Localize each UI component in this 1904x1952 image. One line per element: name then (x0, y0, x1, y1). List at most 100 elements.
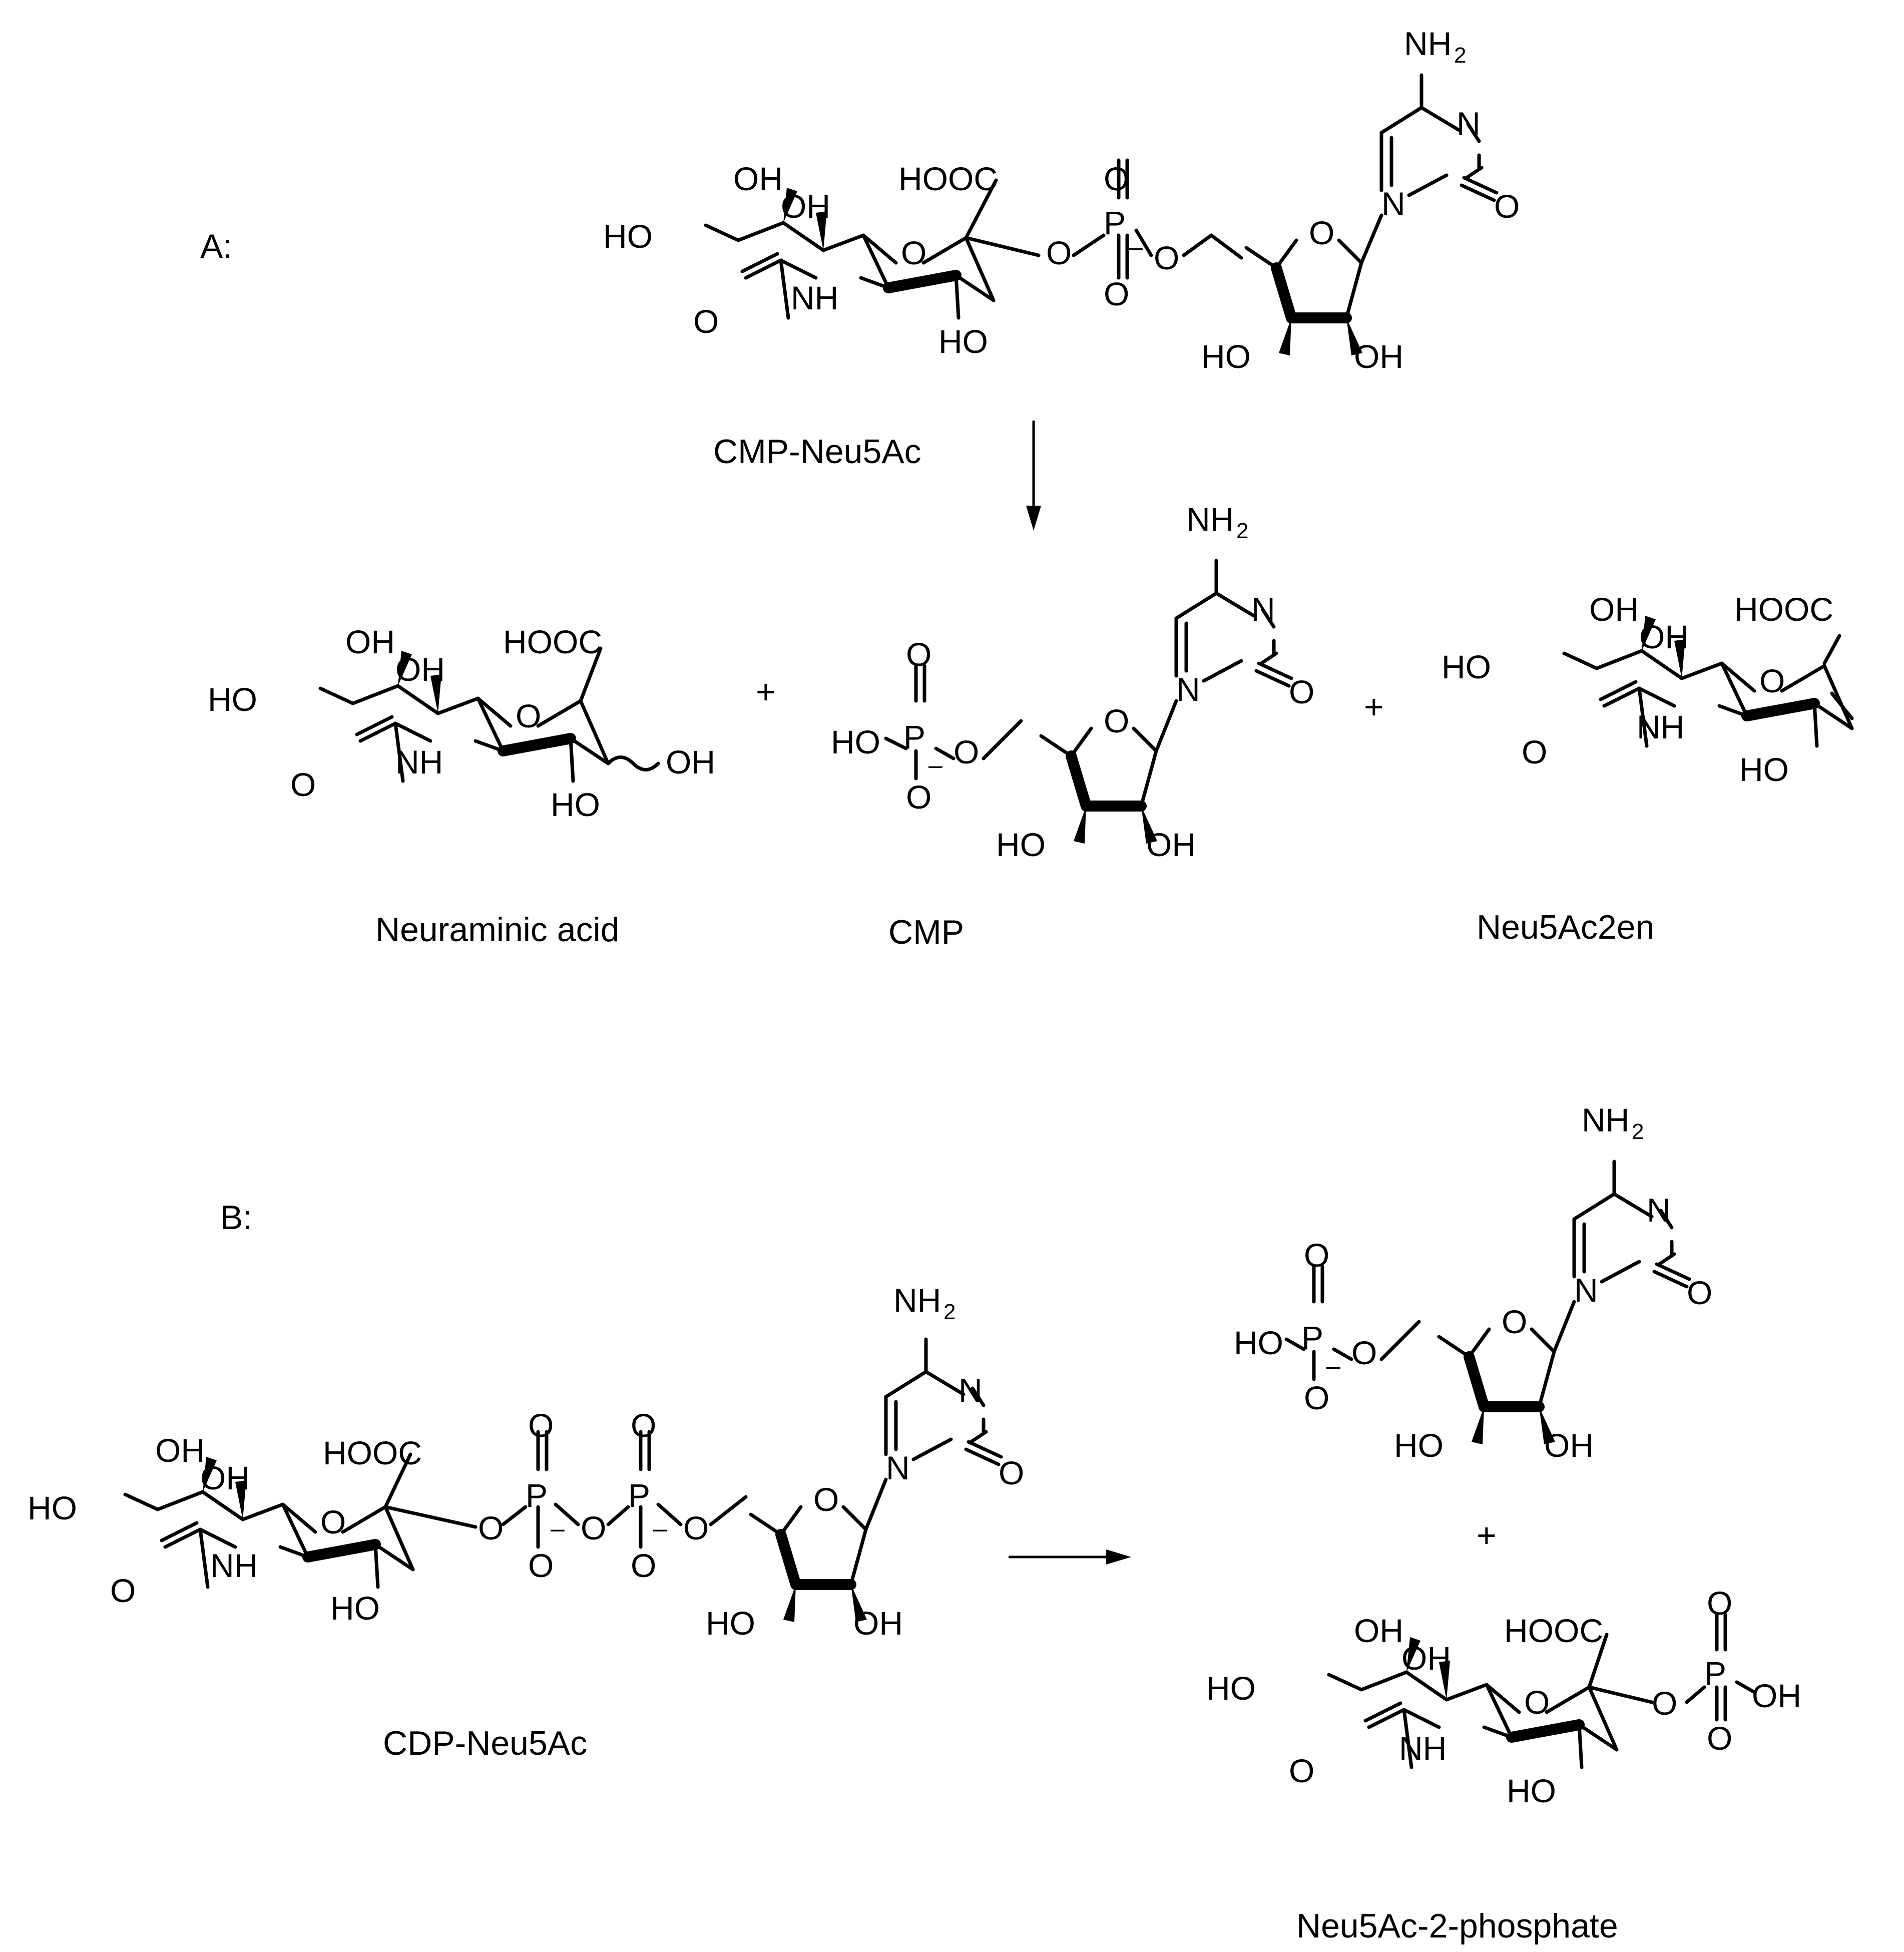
svg-text:N: N (959, 1372, 983, 1409)
svg-text:HO: HO (1206, 1670, 1256, 1707)
svg-text:O: O (999, 1454, 1024, 1491)
svg-text:O: O (1289, 673, 1314, 710)
svg-text:OH: OH (1639, 618, 1689, 655)
svg-text:P: P (526, 1477, 548, 1514)
svg-text:HO: HO (551, 786, 600, 823)
svg-text:O: O (516, 697, 541, 734)
svg-text:O: O (1289, 1752, 1314, 1789)
svg-text:NH: NH (1399, 1730, 1447, 1767)
svg-text:N: N (1457, 105, 1481, 142)
svg-text:HO: HO (1442, 648, 1491, 685)
svg-text:N: N (1176, 671, 1200, 708)
cmp-neu5ac-structure: OH OH HO O NH O HO HOOC O P O O – O O HO… (603, 25, 1520, 375)
svg-text:O: O (1104, 702, 1129, 739)
svg-text:HO: HO (831, 723, 880, 760)
svg-text:OH: OH (1589, 591, 1639, 628)
cdp-neu5ac-structure: OH OH HO O NH O HO HOOC O P O O – O P O … (28, 1282, 1024, 1642)
svg-text:P: P (1104, 204, 1126, 241)
panel-a: A: OH OH HO O NH O HO HOOC (200, 25, 1852, 951)
svg-text:O: O (110, 1572, 136, 1609)
svg-text:O: O (320, 1503, 346, 1540)
svg-text:N: N (1251, 591, 1275, 628)
svg-text:HO: HO (1394, 1427, 1444, 1464)
neu5ac-2-phosphate-structure: OH OH HO O NH O HO HOOC O P O O OH (1206, 1585, 1801, 1809)
svg-text:HO: HO (996, 826, 1046, 863)
svg-text:OH: OH (155, 1432, 205, 1469)
svg-text:NH: NH (791, 279, 838, 316)
svg-text:2: 2 (1236, 519, 1248, 543)
svg-text:HOOC: HOOC (1504, 1612, 1603, 1649)
svg-text:O: O (1309, 214, 1334, 251)
neuraminic-acid-label: Neuraminic acid (375, 911, 620, 949)
svg-text:O: O (1494, 188, 1520, 225)
svg-text:OH: OH (345, 623, 395, 660)
svg-text:P: P (1704, 1655, 1726, 1692)
svg-text:NH: NH (395, 743, 443, 780)
svg-text:O: O (906, 778, 931, 816)
svg-text:OH: OH (1544, 1427, 1594, 1464)
neu5ac2en-structure: OH OH HO O NH O HO HOOC (1442, 591, 1852, 788)
svg-text:O: O (1759, 662, 1785, 699)
svg-text:HO: HO (706, 1605, 755, 1642)
svg-text:O: O (1046, 234, 1072, 271)
svg-text:O: O (290, 766, 316, 803)
svg-text:NH: NH (1404, 25, 1452, 62)
svg-text:HO: HO (603, 218, 653, 255)
svg-text:HO: HO (1507, 1772, 1556, 1809)
svg-text:HOOC: HOOC (898, 160, 998, 197)
svg-text:–: – (1326, 1352, 1340, 1380)
svg-text:N: N (886, 1449, 910, 1486)
neu5ac-2-phosphate-label: Neu5Ac-2-phosphate (1296, 1907, 1618, 1945)
svg-text:OH: OH (781, 188, 830, 225)
svg-text:2: 2 (1632, 1119, 1644, 1144)
cmp-structure: HO P O O – O O HO OH N N O NH 2 (831, 501, 1314, 863)
svg-text:–: – (1129, 233, 1143, 261)
svg-text:NH: NH (1637, 708, 1684, 745)
svg-text:O: O (901, 234, 926, 271)
svg-text:OH: OH (733, 160, 783, 197)
svg-text:N: N (1381, 185, 1405, 222)
svg-text:OH: OH (1354, 338, 1403, 375)
svg-text:O: O (1707, 1585, 1732, 1622)
svg-text:O: O (1524, 1684, 1550, 1721)
svg-text:P: P (903, 718, 925, 755)
panel-b: B: OH OH HO O NH O HO (28, 1101, 1801, 1945)
svg-text:OH: OH (1401, 1640, 1451, 1677)
svg-text:HO: HO (1739, 751, 1789, 788)
svg-text:P: P (628, 1477, 650, 1514)
svg-text:HO: HO (330, 1590, 380, 1627)
svg-text:O: O (1304, 1379, 1329, 1416)
svg-text:–: – (653, 1514, 667, 1542)
cmp-label: CMP (888, 913, 964, 951)
svg-text:O: O (693, 303, 719, 340)
svg-text:O: O (1652, 1685, 1677, 1722)
svg-text:OH: OH (1354, 1612, 1403, 1649)
svg-text:NH: NH (1582, 1101, 1629, 1138)
svg-text:HO: HO (1234, 1324, 1283, 1361)
svg-text:OH: OH (1752, 1677, 1801, 1714)
cmp-neu5ac-label: CMP-Neu5Ac (713, 433, 921, 471)
plus-sign-a2: + (1364, 688, 1384, 726)
svg-text:–: – (928, 751, 942, 779)
svg-text:O: O (954, 733, 979, 770)
svg-text:HO: HO (208, 681, 257, 718)
svg-text:OH: OH (853, 1605, 903, 1642)
svg-text:OH: OH (666, 743, 715, 780)
svg-text:O: O (1104, 275, 1129, 312)
cmp-structure-b: HO P O O – O O HO OH N N O NH 2 (1234, 1101, 1712, 1464)
svg-text:HO: HO (938, 323, 988, 360)
svg-text:NH: NH (210, 1547, 258, 1584)
plus-sign-a1: + (756, 673, 776, 711)
neuraminic-acid-structure: OH OH HO O NH O HO HOOC OH (208, 623, 715, 823)
svg-text:N: N (1647, 1192, 1671, 1229)
neu5ac2en-label: Neu5Ac2en (1477, 908, 1654, 946)
svg-text:HO: HO (1201, 338, 1251, 375)
svg-text:O: O (1104, 160, 1129, 197)
svg-text:2: 2 (1454, 43, 1466, 68)
cdp-neu5ac-label: CDP-Neu5Ac (383, 1724, 587, 1762)
svg-text:O: O (1154, 239, 1179, 276)
svg-text:O: O (1502, 1303, 1527, 1340)
svg-text:O: O (631, 1547, 656, 1584)
panel-b-tag: B: (220, 1199, 252, 1237)
